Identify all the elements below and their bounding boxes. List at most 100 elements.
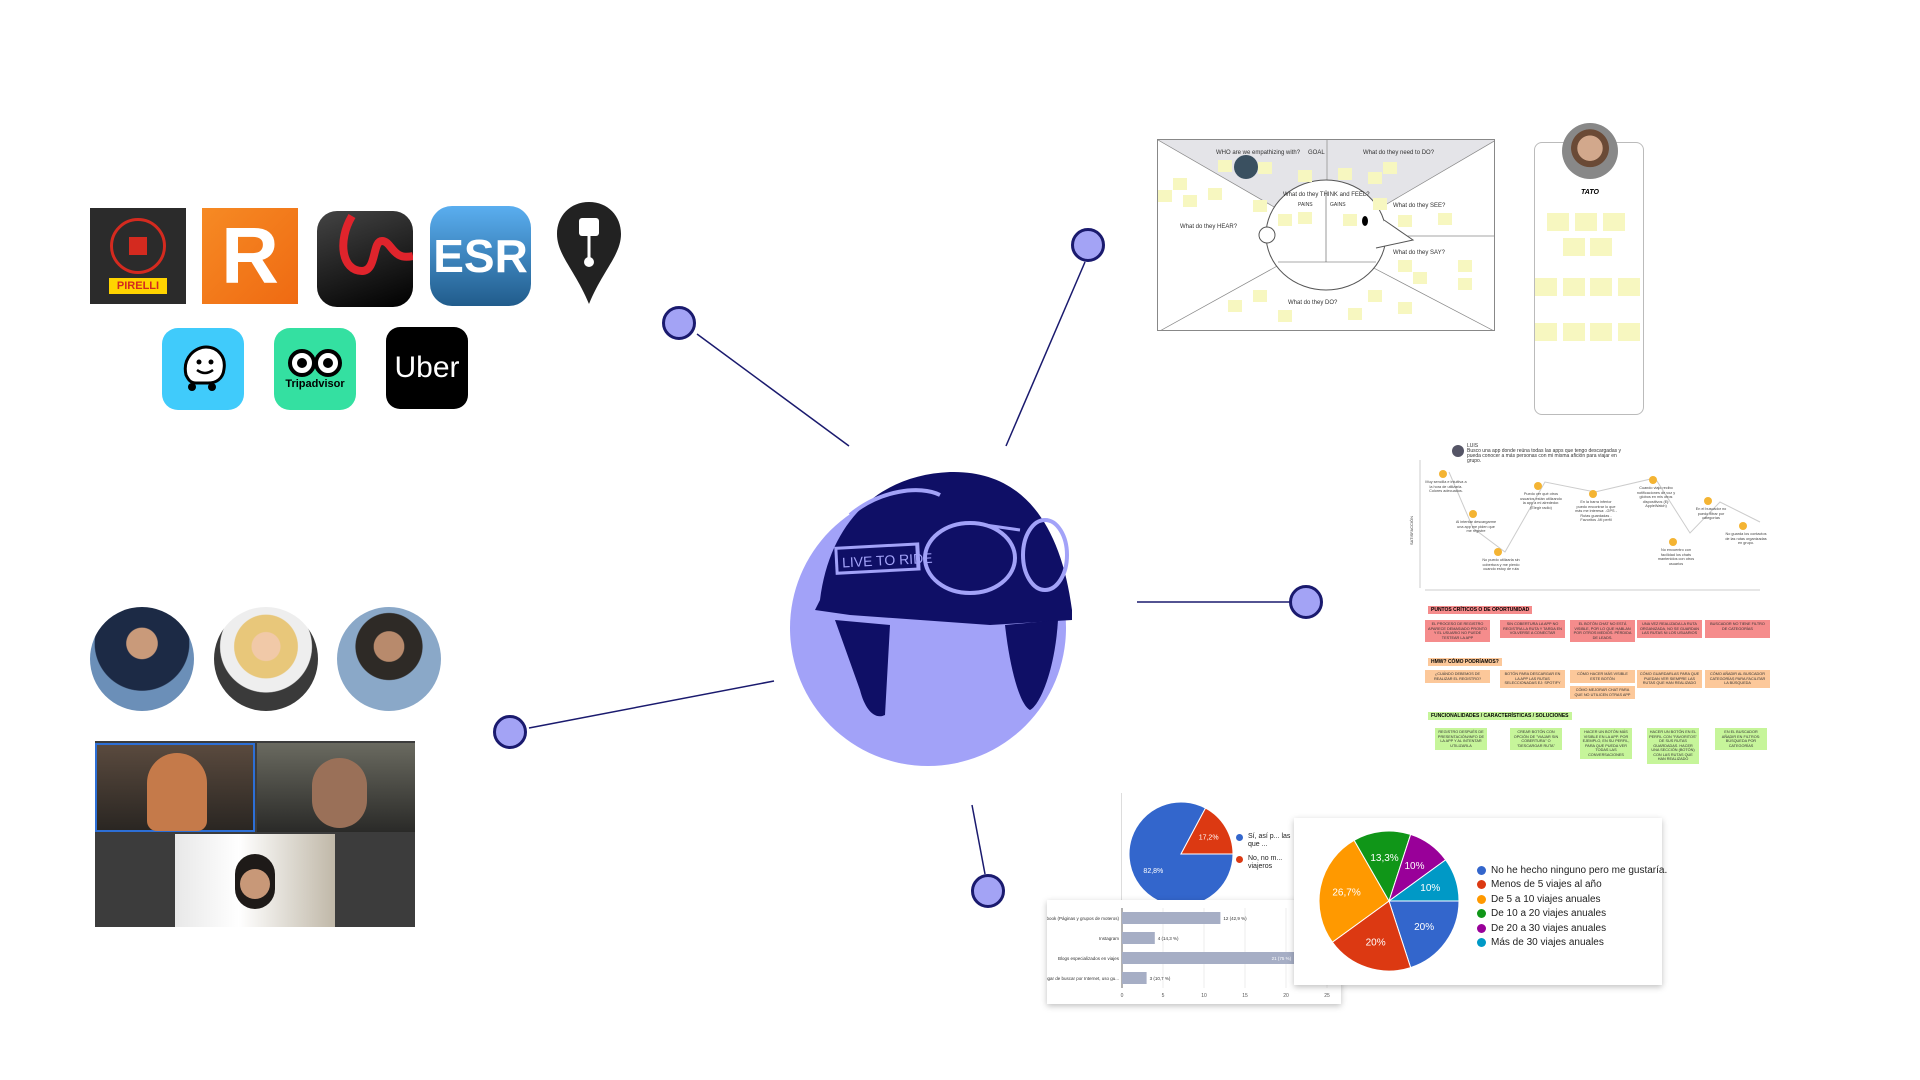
route-app-icon — [317, 211, 413, 307]
solution-note: CREAR BOTÓN CON OPCIÓN DE "VIAJAR SIN CO… — [1510, 728, 1562, 750]
x-tick-label: 10 — [1201, 993, 1207, 999]
hear-label: What do they HEAR? — [1180, 224, 1238, 230]
journey-point-text: Muy sencilla e intuitiva a la hora de ut… — [1425, 480, 1467, 493]
pie-value-label: 17,2% — [1199, 835, 1219, 842]
sticky-note — [1535, 323, 1557, 341]
sticky-note — [1368, 172, 1382, 184]
critical-note: UNA VEZ REALIZADA LA RUTA ORGANIZADA, NO… — [1637, 620, 1702, 638]
gains-label: GAINS — [1330, 202, 1346, 208]
user-photo-3 — [337, 607, 441, 711]
critical-note: EL BOTÓN CHAT NO ESTÁ VISIBLE, POR LO QU… — [1570, 620, 1635, 642]
journey-point-text: Cuando viajo recibo notificaciones de vo… — [1636, 486, 1676, 508]
emoji-icon — [1534, 482, 1542, 490]
x-tick-label: 20 — [1283, 993, 1289, 999]
legend-label: Menos de 5 viajes al año — [1491, 879, 1602, 891]
pie-slice — [1388, 900, 1460, 969]
legend-label: No he hecho ninguno pero me gustaría. — [1491, 864, 1668, 876]
legend-label: Más de 30 viajes anuales — [1491, 937, 1604, 949]
journey-point-text: No puedo utilizarla sin cobertura y me p… — [1482, 558, 1520, 571]
bar-chart: 0510152025Facebook (Páginas y grupos de … — [1036, 908, 1330, 999]
bar-data-label: 4 (14,3 %) — [1158, 936, 1179, 941]
legend-item: De 5 a 10 viajes anuales — [1477, 892, 1667, 907]
critical-note: SIN COBERTURA LA APP NO REGISTRA LA RUTA… — [1500, 620, 1565, 638]
say-label: What do they SAY? — [1393, 250, 1445, 256]
r-letter: R — [221, 211, 279, 300]
sticky-note — [1368, 290, 1382, 302]
bar — [1122, 972, 1147, 984]
legend-swatch — [1477, 909, 1486, 919]
solution-note: EN EL BUSCADOR AÑADIR EN FILTROS: BÚSQUE… — [1715, 728, 1767, 750]
sticky-note — [1398, 215, 1412, 227]
sticky-note — [1258, 162, 1272, 174]
pie-slice — [1318, 839, 1390, 943]
legend-swatch — [1477, 938, 1486, 948]
emoji-icon — [1494, 548, 1502, 556]
bar-data-label: 3 (10,7 %) — [1150, 976, 1171, 981]
journey-point-text: En el buscador no puedo filtrar por cate… — [1695, 507, 1727, 520]
critical-heading: PUNTOS CRÍTICOS O DE OPORTUNIDAD — [1428, 606, 1533, 614]
esr-app-icon: ESR — [430, 206, 531, 306]
sticky-note — [1458, 260, 1472, 272]
node-empathy[interactable] — [1071, 228, 1105, 262]
category-label: Instagram — [1099, 936, 1119, 941]
connector-empathy — [1005, 261, 1086, 447]
legend-item: Sí, así p... las que ... — [1236, 833, 1292, 849]
pie-chart-large: 20%20%26,7%13,3%10%10% — [1318, 830, 1460, 972]
pie-legend: No he hecho ninguno pero me gustaría. Men… — [1477, 863, 1667, 950]
x-tick-label: 5 — [1162, 993, 1165, 999]
tripadvisor-wordmark: Tripadvisor — [285, 378, 345, 390]
tripadvisor-app-icon: Tripadvisor — [274, 328, 356, 410]
sticky-note — [1458, 278, 1472, 290]
sticky-note — [1338, 168, 1352, 180]
sticky-note — [1413, 272, 1427, 284]
empathy-map: WHO are we empathizing with? GOAL What d… — [1157, 139, 1495, 331]
pie-value-label: 20% — [1414, 922, 1434, 933]
journey-user-avatar — [1452, 445, 1464, 457]
sticky-note — [1383, 162, 1397, 174]
waze-app-icon — [162, 328, 244, 410]
journey-point-text: No encuentro con facilidad los chats man… — [1657, 548, 1695, 566]
sticky-note — [1253, 200, 1267, 212]
journey-point-text: En la barra inferior puedo encontrar lo … — [1575, 500, 1617, 522]
sticky-note — [1563, 278, 1585, 296]
emoji-icon — [1469, 510, 1477, 518]
connector-surveys — [971, 804, 986, 875]
live-to-ride-logo: LIVE TO RIDE — [790, 471, 1072, 766]
user-journey-map: LUIS Busco una app donde reúna todas las… — [1405, 440, 1805, 600]
sticky-note — [1438, 213, 1452, 225]
sticky-note — [1253, 290, 1267, 302]
connector-apps — [696, 333, 850, 447]
journey-axis-label: SATISFACCIÓN — [1409, 515, 1415, 546]
legend-label: No, no m... viajeros — [1248, 855, 1283, 870]
sticky-note — [1398, 302, 1412, 314]
sticky-note — [1343, 214, 1357, 226]
sticky-note — [1590, 278, 1612, 296]
video-call-screenshot — [95, 741, 415, 927]
sticky-note — [1278, 310, 1292, 322]
solution-note: REGISTRO DESPUÉS DE PRESENTACIÓN/INFO DE… — [1435, 728, 1487, 750]
legend-swatch — [1477, 923, 1486, 933]
journey-quote: Busco una app donde reúna todas las apps… — [1467, 448, 1622, 464]
sticky-note — [1618, 278, 1640, 296]
hmw-note: CÓMO GUARDARLAS PARA QUE PUEDAN VER SIEM… — [1637, 670, 1702, 688]
legend-item: No he hecho ninguno pero me gustaría. — [1477, 863, 1667, 878]
sticky-note — [1183, 195, 1197, 207]
goal-label: GOAL — [1308, 150, 1325, 156]
sticky-note — [1590, 238, 1612, 256]
legend-swatch — [1477, 894, 1486, 904]
node-journey[interactable] — [1289, 585, 1323, 619]
x-tick-label: 15 — [1242, 993, 1248, 999]
pie-value-label: 13,3% — [1370, 853, 1398, 864]
node-users[interactable] — [493, 715, 527, 749]
esr-wordmark: ESR — [433, 230, 528, 282]
need-label: What do they need to DO? — [1363, 150, 1435, 156]
bar-data-label: 12 (42,9 %) — [1223, 916, 1247, 921]
journey-user-name: LUIS — [1467, 443, 1479, 449]
sticky-note — [1208, 188, 1222, 200]
node-surveys[interactable] — [971, 874, 1005, 908]
hmw-heading: HMW? CÓMO PODRÍAMOS? — [1428, 658, 1502, 666]
node-apps[interactable] — [662, 306, 696, 340]
video-tile-2 — [257, 743, 415, 832]
emoji-icon — [1739, 522, 1747, 530]
x-tick-label: 25 — [1324, 993, 1330, 999]
